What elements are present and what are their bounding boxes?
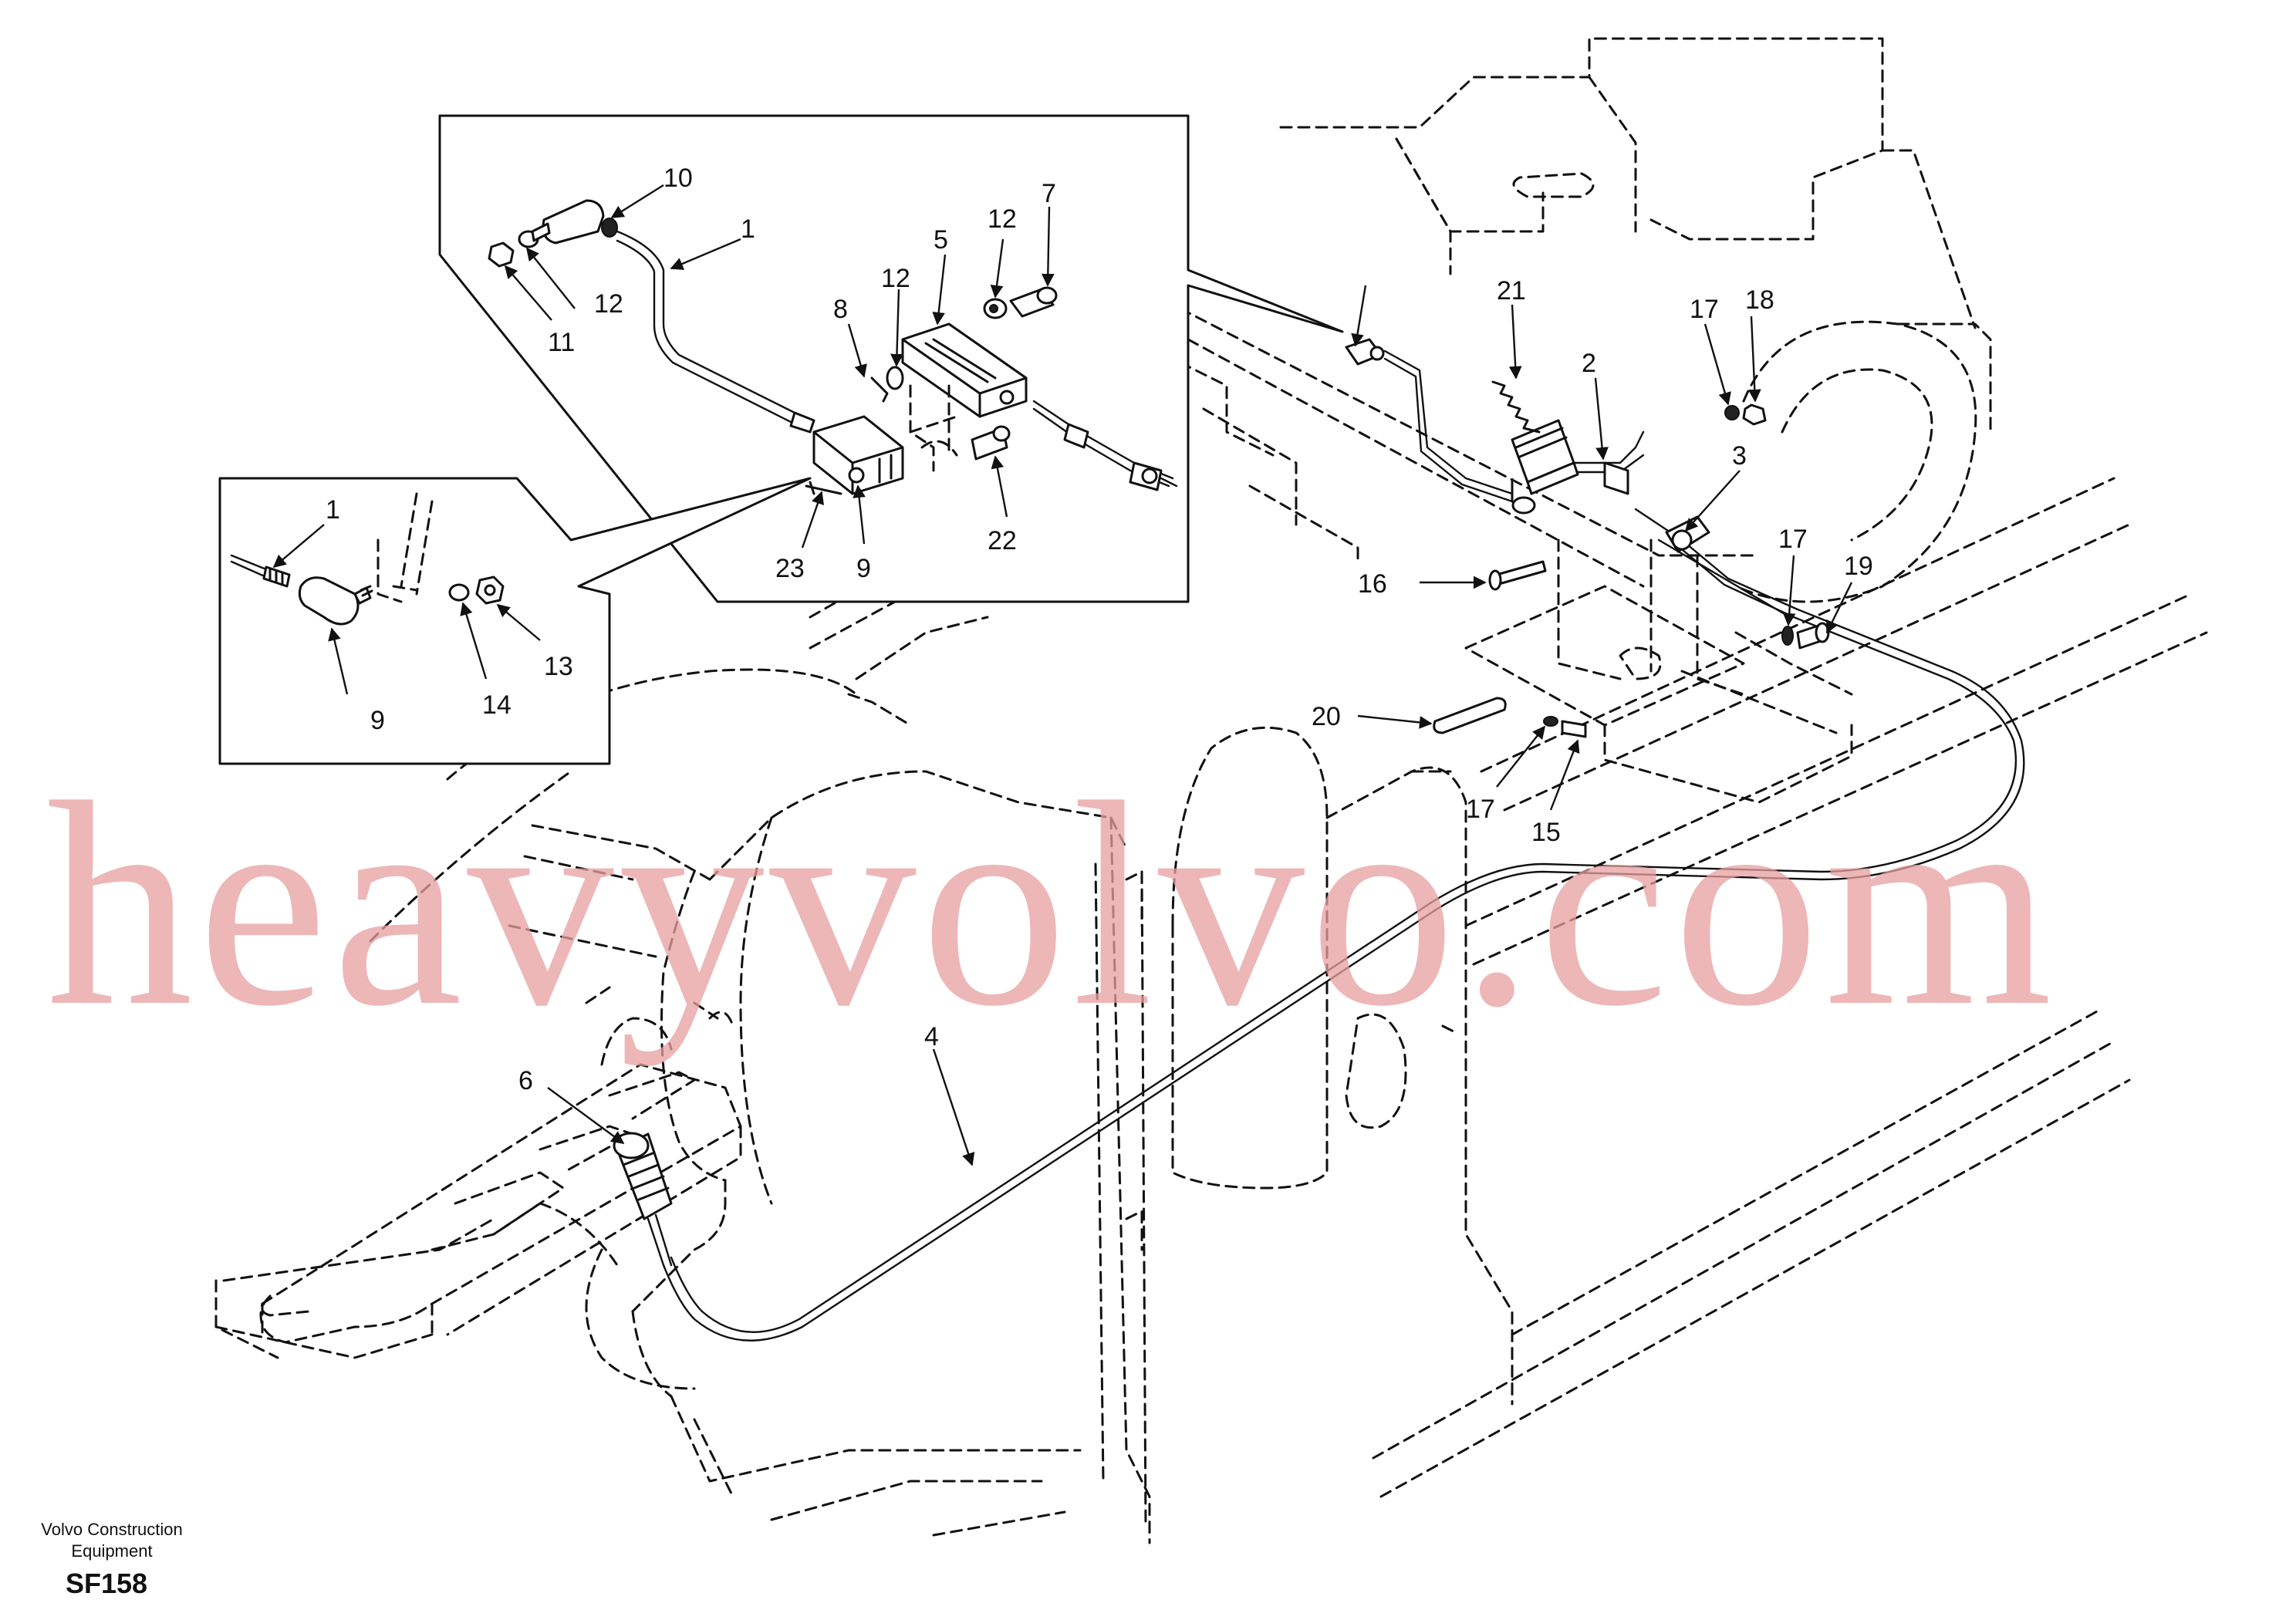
detail-inset-upper	[438, 114, 1344, 603]
footer-company-line1: Volvo Construction	[41, 1520, 182, 1539]
cable-end-fitting	[613, 1132, 673, 1267]
callout-18: 18	[1745, 285, 1774, 315]
callout-17-mid: 17	[1778, 525, 1808, 554]
footer-drawing-code: SF158	[66, 1568, 147, 1599]
callout-13: 13	[544, 652, 573, 681]
callout-9-inset: 9	[856, 554, 871, 583]
footer: Volvo Construction Equipment SF158	[41, 1520, 182, 1599]
throttle-cable	[662, 508, 2025, 1342]
callout-6: 6	[518, 1066, 533, 1095]
callout-5: 5	[934, 225, 948, 255]
callout-11: 11	[548, 328, 575, 357]
callout-7: 7	[1042, 179, 1056, 208]
callout-17-top: 17	[1690, 295, 1719, 324]
watermark: heavyvolvo.com	[46, 742, 2057, 1067]
callout-2: 2	[1582, 349, 1596, 378]
lever-assembly	[1345, 338, 1830, 738]
callout-19: 19	[1844, 552, 1873, 581]
callout-12-inset-c: 12	[988, 204, 1017, 234]
detail-inset-lower	[218, 477, 812, 765]
leader-lines	[272, 184, 1853, 1166]
callout-12-inset-a: 12	[594, 289, 623, 319]
callout-17-low: 17	[1466, 795, 1495, 824]
callout-labels: 10 1 12 11 8 12 5 12 7 22 9 23 1 9 14 13…	[326, 164, 1873, 1095]
callout-16: 16	[1358, 569, 1387, 599]
callout-14: 14	[482, 690, 512, 720]
callout-1-lower: 1	[326, 495, 340, 525]
callout-3: 3	[1732, 441, 1747, 471]
callout-1-inset: 1	[741, 214, 755, 244]
callout-20: 20	[1312, 702, 1341, 731]
callout-23: 23	[775, 554, 805, 583]
callout-15: 15	[1531, 818, 1561, 847]
callout-8: 8	[833, 295, 848, 324]
callout-22: 22	[988, 526, 1017, 555]
callout-10: 10	[663, 164, 693, 193]
callout-4: 4	[924, 1022, 939, 1051]
callout-21: 21	[1497, 276, 1526, 305]
callout-12-inset-b: 12	[881, 264, 910, 293]
footer-company-line2: Equipment	[71, 1541, 152, 1561]
callout-9-lower: 9	[370, 706, 385, 735]
